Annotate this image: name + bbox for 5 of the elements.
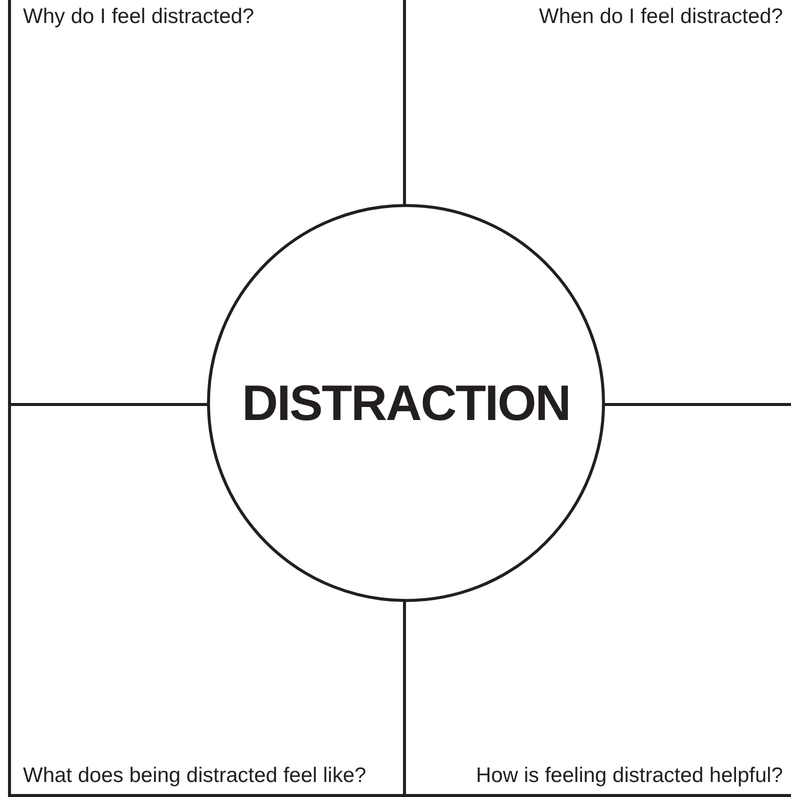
question-text: Why do I feel distracted? (23, 4, 254, 30)
question-text: How is feeling distracted helpful? (476, 762, 783, 789)
question-text: What does being distracted feel like? (23, 762, 366, 789)
center-title: DISTRACTION (242, 374, 570, 432)
question-text: When do I feel distracted? (539, 4, 783, 30)
